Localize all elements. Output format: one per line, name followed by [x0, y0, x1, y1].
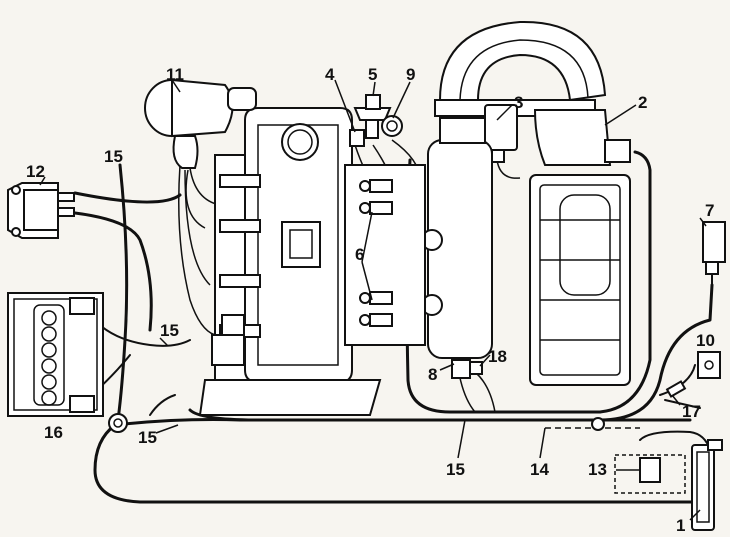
distributor: [144, 78, 257, 169]
sensor-unit-left: [211, 314, 245, 366]
pressure-regulator: [353, 94, 392, 139]
air-flow-meter: [533, 109, 631, 166]
connector-17: [665, 380, 687, 398]
callout-12: 12: [26, 162, 45, 181]
callout-16: 16: [44, 423, 63, 442]
callout-5: 5: [368, 65, 377, 84]
thermo-time-switch: [381, 115, 403, 137]
harness-junction: [591, 417, 605, 431]
callout-18: 18: [488, 347, 507, 366]
callout-15-top: 15: [104, 147, 123, 166]
callout-2: 2: [638, 93, 647, 112]
control-unit: [614, 454, 686, 494]
callout-3: 3: [514, 93, 523, 112]
cold-start-valve: [349, 129, 365, 147]
callout-1: 1: [676, 516, 685, 535]
temperature-sensors: [451, 359, 483, 379]
cylinder-head: [198, 107, 426, 416]
callout-15-mid: 15: [160, 321, 179, 340]
ground-point: [108, 413, 128, 433]
sensor-10: [697, 351, 721, 379]
air-filter-housing: [529, 174, 631, 386]
callout-9: 9: [406, 65, 415, 84]
callout-10: 10: [696, 331, 715, 350]
leader-lines: [39, 79, 707, 521]
callouts: 1 2 3 4 5 6 7 8 9 10 11 12 13 14 15 15 1…: [26, 65, 715, 535]
callout-7: 7: [705, 201, 714, 220]
battery: [7, 292, 104, 417]
callout-6: 6: [355, 245, 364, 264]
callout-15-bottom: 15: [446, 460, 465, 479]
callout-15-left: 15: [138, 428, 157, 447]
callout-4: 4: [325, 65, 335, 84]
ignition-coil: [7, 182, 75, 239]
intake-manifold: [421, 117, 493, 359]
callout-13: 13: [588, 460, 607, 479]
relay: [702, 221, 726, 291]
injectors: [359, 179, 393, 327]
callout-14: 14: [530, 460, 549, 479]
callout-8: 8: [428, 365, 437, 384]
fuel-pump: [691, 439, 723, 531]
callout-11: 11: [166, 65, 184, 84]
callout-17: 17: [682, 402, 701, 421]
